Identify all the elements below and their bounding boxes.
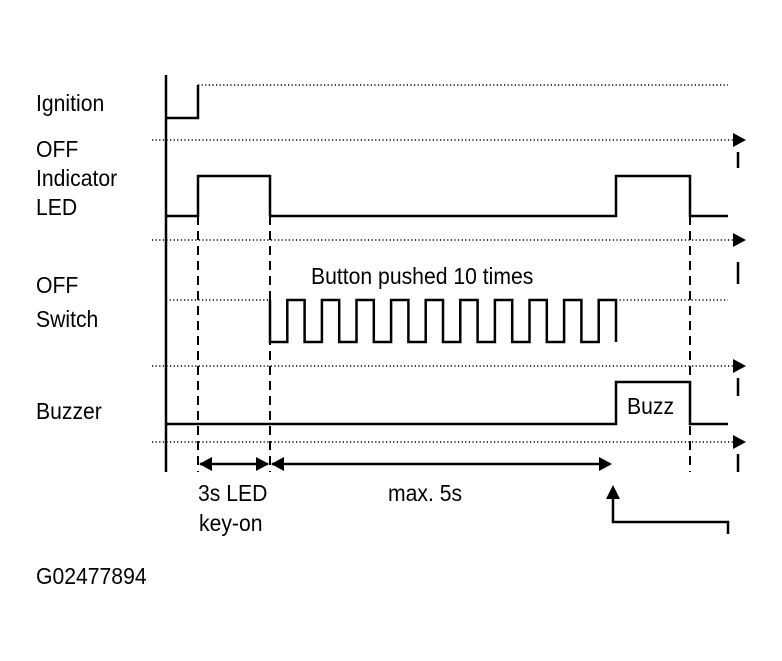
ignition-axis-arrow	[733, 133, 746, 147]
signal-label-switch-line2: Switch	[36, 306, 99, 332]
callout-arrow-head	[606, 485, 620, 499]
buzz-label: Buzz	[627, 393, 675, 419]
signal-label-led-line3: LED	[36, 194, 78, 220]
callout-line	[611, 498, 730, 534]
signal-label-led-line2: Indicator	[36, 165, 118, 191]
figure-id: G02477894	[36, 563, 147, 589]
button-note: Button pushed 10 times	[311, 263, 534, 289]
led-duration-arrow-right	[256, 457, 269, 471]
buzzer-signal	[166, 380, 728, 426]
led-signal-pulse1	[166, 174, 272, 218]
switch-signal-pulses	[268, 298, 618, 344]
max-duration-arrow-right	[599, 457, 612, 471]
led-signal-pulse2	[270, 174, 728, 218]
ignition-signal-low	[166, 85, 200, 120]
led-duration-label-line1: 3s LED	[198, 480, 268, 506]
signal-label-led-line1: OFF	[36, 136, 79, 162]
led-duration-label-line2: key-on	[199, 510, 263, 536]
buzzer-axis-arrow	[733, 435, 746, 449]
led-axis-arrow	[733, 233, 746, 247]
signal-label-switch-line1: OFF	[36, 272, 79, 298]
max-duration-arrow-left	[271, 457, 284, 471]
max-duration-label: max. 5s	[388, 480, 463, 506]
led-duration-arrow-left	[199, 457, 212, 471]
signal-label-ignition: Ignition	[36, 90, 105, 116]
signal-label-buzzer: Buzzer	[36, 398, 102, 424]
switch-axis-arrow	[733, 359, 746, 373]
